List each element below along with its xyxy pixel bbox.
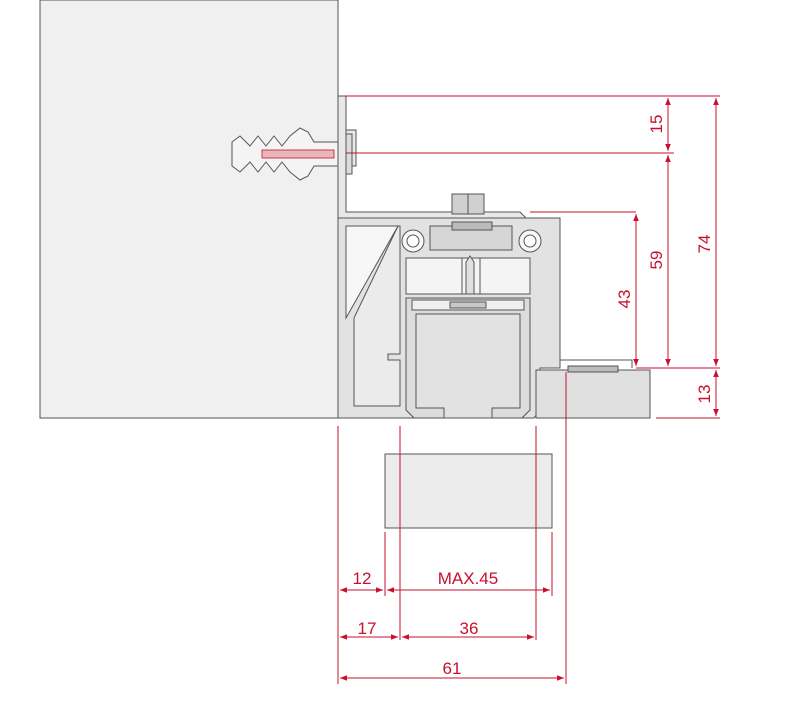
track-profile (337, 193, 633, 419)
dim-label-74: 74 (695, 235, 714, 254)
track-carriage (405, 297, 531, 419)
dim-label-15: 15 (647, 115, 666, 134)
dim-label-61: 61 (443, 659, 462, 678)
panel-detail (384, 453, 553, 529)
panel-seal-strip (567, 365, 619, 373)
wall-anchor (231, 127, 353, 181)
extension-lines-horizontal (346, 95, 720, 419)
extension-lines-vertical (337, 372, 567, 684)
wall-block (39, 0, 339, 419)
mounting-bracket (337, 95, 528, 219)
dim-label-36: 36 (460, 619, 479, 638)
panel-in-track (535, 369, 651, 419)
dim-label-13: 13 (695, 385, 714, 404)
dim-label-43: 43 (615, 290, 634, 309)
dim-label-59: 59 (647, 251, 666, 270)
dim-label-12: 12 (353, 569, 372, 588)
dim-label-max45: MAX.45 (438, 569, 498, 588)
dim-label-17: 17 (358, 619, 377, 638)
